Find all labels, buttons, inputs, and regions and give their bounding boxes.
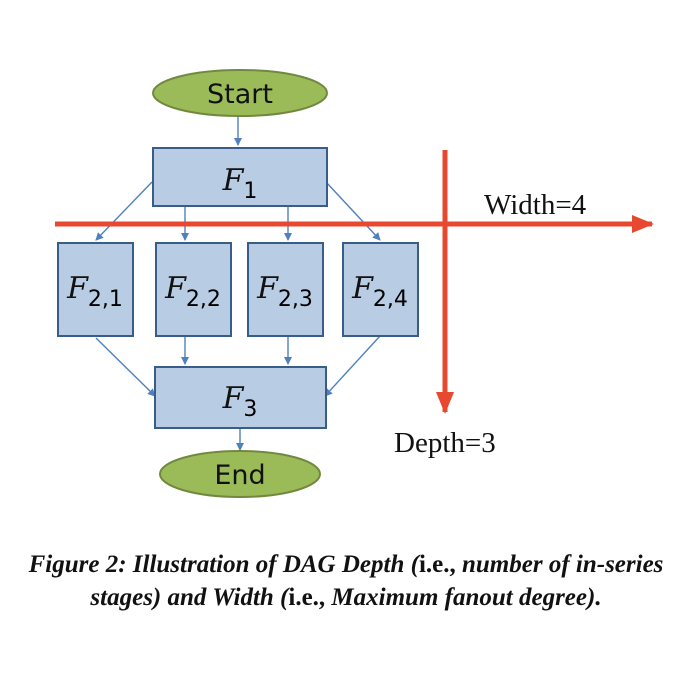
f3-base: F bbox=[222, 381, 245, 416]
f24-sub: 2,4 bbox=[373, 287, 408, 312]
edge-f1-f21 bbox=[95, 181, 153, 241]
caption-part1: Figure 2: Illustration of DAG Depth ( bbox=[28, 551, 419, 578]
f22-sub: 2,2 bbox=[186, 287, 221, 312]
f22-base: F bbox=[164, 271, 187, 306]
svg-text:F1: F1 bbox=[222, 163, 258, 204]
width-label: Width=4 bbox=[484, 189, 587, 221]
node-f24: F2,4 bbox=[342, 242, 419, 337]
edge-f24-f3 bbox=[324, 335, 381, 397]
edge-f1-f24 bbox=[325, 181, 381, 241]
node-f1: F1 bbox=[152, 147, 328, 207]
f24-base: F bbox=[351, 271, 374, 306]
f1-base: F bbox=[222, 163, 245, 198]
dag-diagram: Start F1 F2,1 F2,2 F2,3 F2,4 F3 bbox=[55, 69, 654, 498]
caption-part3: number of in-series stages) and Width ( bbox=[90, 551, 664, 611]
caption-part2: i.e., bbox=[418, 551, 456, 578]
node-f22: F2,2 bbox=[155, 242, 232, 337]
figure-caption: Figure 2: Illustration of DAG Depth (i.e… bbox=[20, 548, 672, 614]
f23-base: F bbox=[256, 271, 279, 306]
end-label: End bbox=[214, 460, 265, 491]
svg-text:F2,4: F2,4 bbox=[351, 271, 408, 312]
f21-sub: 2,1 bbox=[88, 287, 123, 312]
f21-base: F bbox=[66, 271, 89, 306]
start-label: Start bbox=[207, 79, 273, 110]
f23-sub: 2,3 bbox=[278, 287, 313, 312]
node-f3: F3 bbox=[154, 366, 327, 429]
caption-part4: i.e., bbox=[288, 584, 326, 611]
depth-label: Depth=3 bbox=[394, 427, 496, 459]
start-node: Start bbox=[152, 69, 328, 117]
caption-part5: Maximum fanout degree). bbox=[325, 584, 602, 611]
f1-sub: 1 bbox=[243, 179, 257, 204]
end-node: End bbox=[159, 450, 321, 498]
node-f23: F2,3 bbox=[247, 242, 324, 337]
svg-text:F3: F3 bbox=[222, 381, 258, 422]
edge-f21-f3 bbox=[95, 337, 156, 397]
svg-text:F2,1: F2,1 bbox=[66, 271, 123, 312]
svg-text:F2,2: F2,2 bbox=[164, 271, 221, 312]
connectors bbox=[95, 114, 381, 451]
f3-sub: 3 bbox=[243, 397, 257, 422]
svg-text:F2,3: F2,3 bbox=[256, 271, 313, 312]
node-f21: F2,1 bbox=[57, 242, 134, 337]
